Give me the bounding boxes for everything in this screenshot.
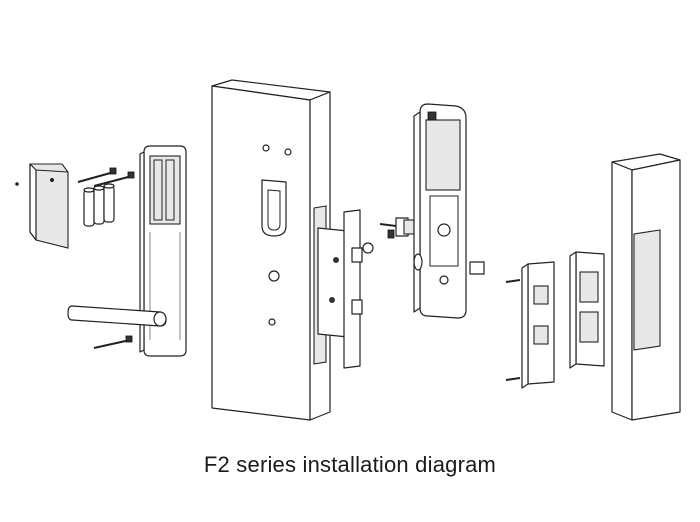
- batteries: [83, 183, 115, 227]
- door: [211, 79, 331, 421]
- front-lock-panel: [139, 145, 187, 357]
- back-lock-panel: [413, 103, 485, 319]
- door-frame: [611, 153, 681, 421]
- strike-plate: [521, 261, 555, 389]
- cover-screw: [15, 182, 19, 186]
- cylinder-parts: [379, 217, 415, 239]
- battery-cover: [29, 163, 69, 249]
- mounting-screw-bottom: [93, 335, 133, 349]
- strike-screws: [505, 279, 521, 381]
- mortise-lock: [313, 205, 374, 369]
- strike-box: [569, 251, 605, 369]
- mounting-screws-top: [77, 167, 135, 187]
- lever-handle: [67, 305, 167, 327]
- diagram-caption: F2 series installation diagram: [203, 452, 497, 477]
